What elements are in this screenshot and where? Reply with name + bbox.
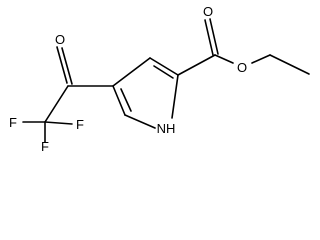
bond-ester-c-o-double-2 [209,18,219,55]
fluorine-top-label: F [9,115,17,130]
bond-ring-c4-c3 [112,57,151,87]
bond-ring-n-c5 [124,114,156,129]
ester-oxygen-label: O [237,60,247,75]
bond-ch2-ch3 [269,54,310,75]
carbonyl-oxygen-label: O [203,4,213,19]
bond-ketone-c-o-2 [61,47,73,85]
bond-ester-c-o-single [214,54,234,64]
bond-ester-c-o-double-1 [204,19,214,56]
fluorine-bottom-label: F [41,139,49,154]
bond-ring-c3-c2 [149,57,179,76]
bond-cf3-f-left [44,121,73,125]
fluorine-left-label: F [76,117,84,132]
ring-nh-label: NH [157,121,176,136]
ketone-oxygen-label: O [55,32,65,47]
bond-ring-c2-c3-double [153,65,174,79]
bond-ring-c2-n [171,74,179,119]
bond-ester-o-ch2 [251,54,271,64]
bond-ketone-c-o-1 [56,46,68,84]
bond-ring-ester-carbon [177,54,216,76]
bond-ketone-c-cf3 [44,85,69,123]
molecular-structure-diagram: O O O F F F NH [9,4,310,154]
bond-ring-c5-c4 [112,85,126,116]
bond-ring-c4-c5-double [120,88,132,112]
